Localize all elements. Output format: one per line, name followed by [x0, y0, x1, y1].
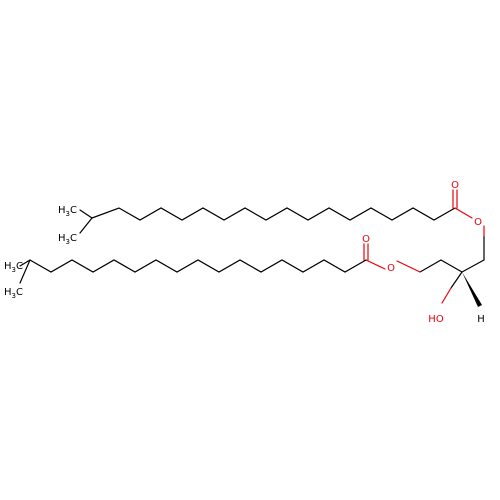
glycerol-backbone [396, 259, 485, 307]
ester-oxygen-lower: O [387, 263, 395, 274]
hydroxyl-label: HO [428, 314, 444, 325]
stereo-hydrogen-label: H [477, 314, 485, 325]
lower-ester-bond [365, 259, 386, 270]
hydroxyl-bond [450, 271, 463, 289]
backbone-bond [461, 259, 485, 273]
carbonyl-oxygen-lower: O [362, 234, 370, 245]
upper-ester-bond [454, 207, 473, 219]
upper-chain-bonds [91, 207, 456, 221]
methyl-label-upper-a: H3C [58, 205, 77, 218]
lower-branch-bond [19, 259, 31, 267]
lower-chain-bonds [29, 259, 367, 273]
methyl-label-lower-a: H3C [4, 261, 23, 274]
upper-branch-bond [79, 217, 93, 234]
methyl-label-upper-b: H3C [58, 233, 77, 246]
backbone-bond [440, 259, 463, 273]
ester-oxygen-upper: O [474, 217, 482, 228]
carbonyl-oxygen-upper: O [451, 180, 459, 191]
hydroxyl-bond [441, 287, 452, 304]
lower-acyl-chain [19, 243, 386, 284]
upper-branch-bond [79, 209, 93, 219]
upper-acyl-chain [79, 189, 485, 261]
backbone-bond [419, 259, 442, 273]
methyl-label-lower-b: H3C [4, 287, 23, 300]
lower-ester-bond [396, 260, 421, 273]
stereo-wedge [462, 272, 482, 307]
lower-branch-bond [19, 259, 31, 284]
